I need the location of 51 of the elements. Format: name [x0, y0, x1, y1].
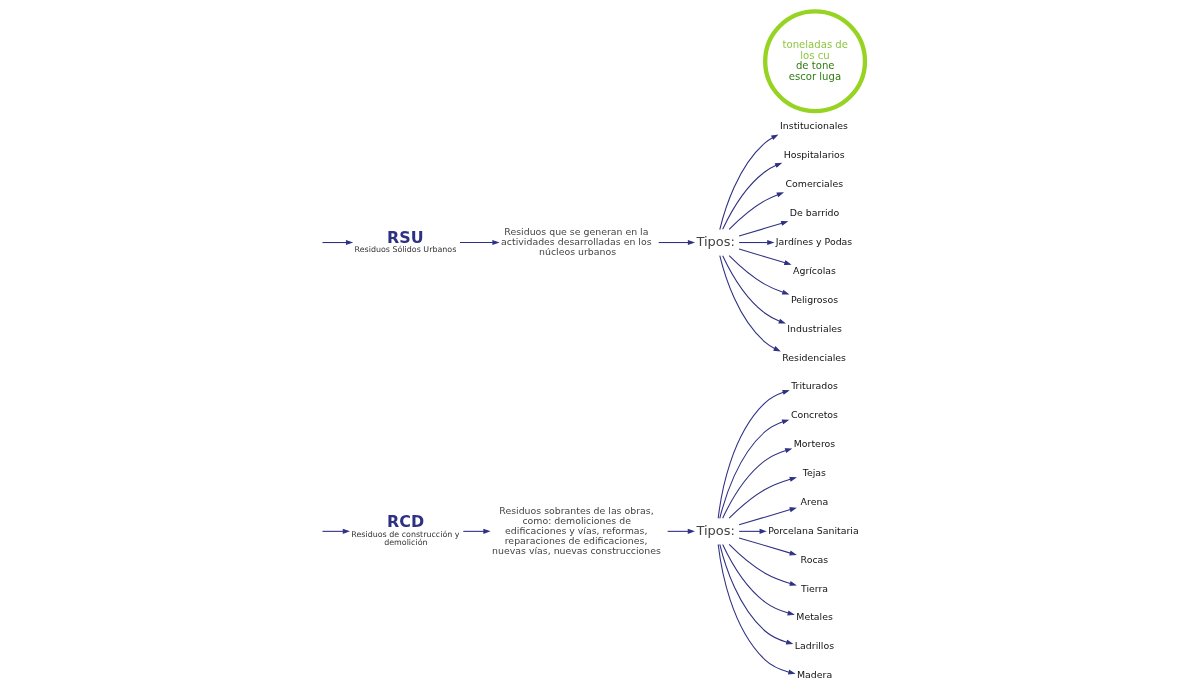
arrow	[728, 192, 784, 230]
node-text: Industriales	[786, 322, 842, 334]
node-text: Institucionales	[779, 120, 848, 132]
node-text: Morteros	[793, 438, 835, 450]
arrow	[721, 448, 792, 519]
node-text: De barrido	[789, 207, 839, 219]
arrow	[717, 543, 796, 675]
arrow	[728, 476, 797, 519]
arrow	[717, 390, 790, 519]
node-text: Agrícolas	[792, 264, 836, 276]
arrow	[738, 507, 797, 526]
node-text: Arena	[800, 495, 828, 507]
node-text: Tipos:	[695, 233, 735, 249]
node-text: Hospitalarios	[783, 149, 845, 161]
node-text: Peligrosos	[790, 293, 838, 305]
node-text: Residenciales	[781, 351, 846, 363]
node-text: Residuos sobrantes de las obras, como: demoliciones de edificaciones y vías, reformas, reparaciones de edificaciones, nuevas vías, nuevas construcciones	[491, 504, 661, 557]
arrow	[721, 544, 795, 616]
arrow	[728, 255, 789, 295]
arrow	[321, 240, 353, 246]
node-text: Jardínes y Podas	[775, 235, 852, 247]
node-text: Metales	[795, 611, 833, 623]
arrow	[738, 240, 774, 246]
arrow	[666, 528, 695, 534]
arrow	[462, 528, 491, 534]
arrow	[728, 543, 797, 586]
node-text: Rocas	[800, 553, 828, 565]
arrow	[718, 419, 789, 519]
node-text: Residuos que se generan en la actividades desarrolladas en los núcleos urbanos	[500, 225, 652, 258]
node-text: Ladrillos	[794, 640, 834, 652]
node-text: Madera	[796, 669, 832, 681]
arrow	[321, 528, 350, 534]
node-text: Concretos	[790, 409, 838, 421]
arrow	[718, 543, 793, 645]
arrow	[721, 255, 786, 324]
node-text: Tierra	[800, 582, 828, 594]
arrow	[738, 528, 767, 534]
arrow	[738, 221, 788, 237]
node-text: Tejas	[802, 467, 826, 479]
node-text: Porcelana Sanitaria	[767, 524, 859, 536]
node-text: Triturados	[790, 380, 838, 392]
node-text: Comerciales	[784, 178, 843, 190]
arrow	[718, 134, 778, 231]
arrow	[721, 162, 782, 230]
arrow	[718, 255, 781, 352]
arrow	[657, 240, 695, 246]
arrow	[738, 248, 792, 265]
node-circle: toneladas de los cu de tone escor luga	[762, 9, 867, 114]
arrow	[738, 537, 797, 556]
node-text: Tipos:	[695, 522, 735, 538]
arrow	[458, 240, 500, 246]
